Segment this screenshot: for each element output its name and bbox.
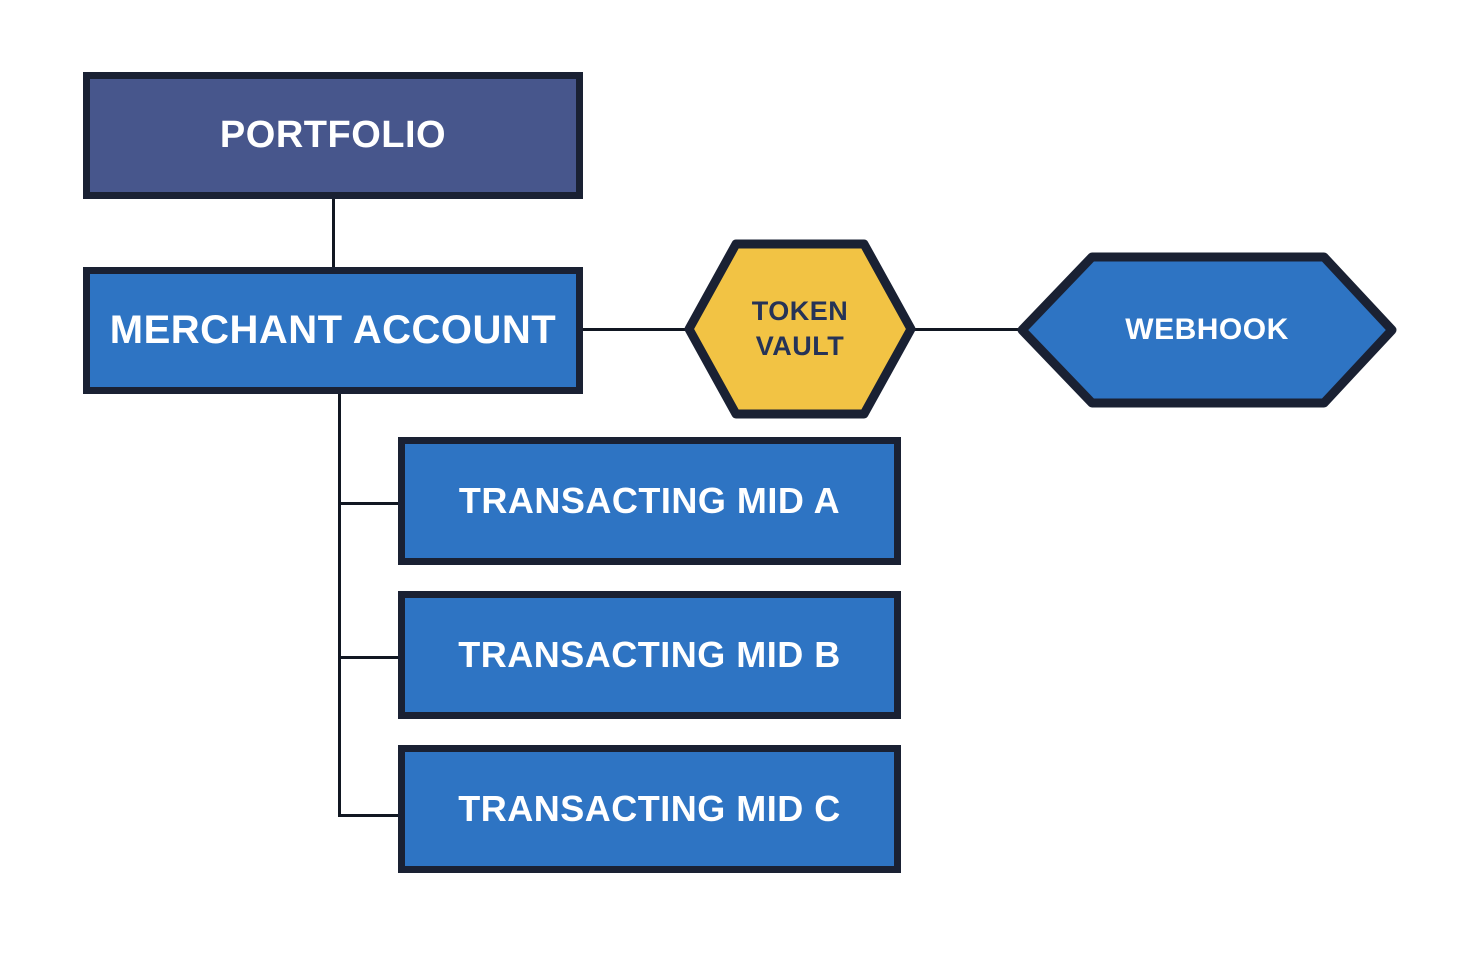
connector-branch-mid-b — [338, 656, 400, 659]
merchant-account-node: MERCHANT ACCOUNT — [83, 267, 583, 394]
transacting-mid-c-label: TRANSACTING MID C — [458, 788, 841, 829]
token-vault-hexagon-shape — [684, 239, 916, 419]
connector-tokenvault-webhook — [905, 328, 1022, 331]
webhook-label: WEBHOOK — [1125, 313, 1289, 346]
merchant-account-label: MERCHANT ACCOUNT — [109, 308, 557, 352]
webhook-node: WEBHOOK — [1016, 251, 1398, 409]
token-vault-label: TOKEN VAULT — [751, 295, 849, 361]
portfolio-label: PORTFOLIO — [219, 114, 447, 156]
connector-merchant-mids-trunk — [338, 394, 341, 817]
transacting-mid-b-node: TRANSACTING MID B — [398, 591, 901, 719]
transacting-mid-a-node: TRANSACTING MID A — [398, 437, 901, 565]
transacting-mid-a-label: TRANSACTING MID A — [458, 480, 841, 521]
webhook-hexagon-shape — [1017, 252, 1397, 408]
connector-merchant-tokenvault — [583, 328, 690, 331]
transacting-mid-b-label: TRANSACTING MID B — [458, 634, 841, 675]
connector-portfolio-merchant — [332, 199, 335, 267]
transacting-mid-c-node: TRANSACTING MID C — [398, 745, 901, 873]
connector-branch-mid-a — [338, 502, 400, 505]
portfolio-node: PORTFOLIO — [83, 72, 583, 199]
connector-branch-mid-c — [338, 814, 400, 817]
token-vault-node: TOKEN VAULT — [684, 239, 916, 419]
